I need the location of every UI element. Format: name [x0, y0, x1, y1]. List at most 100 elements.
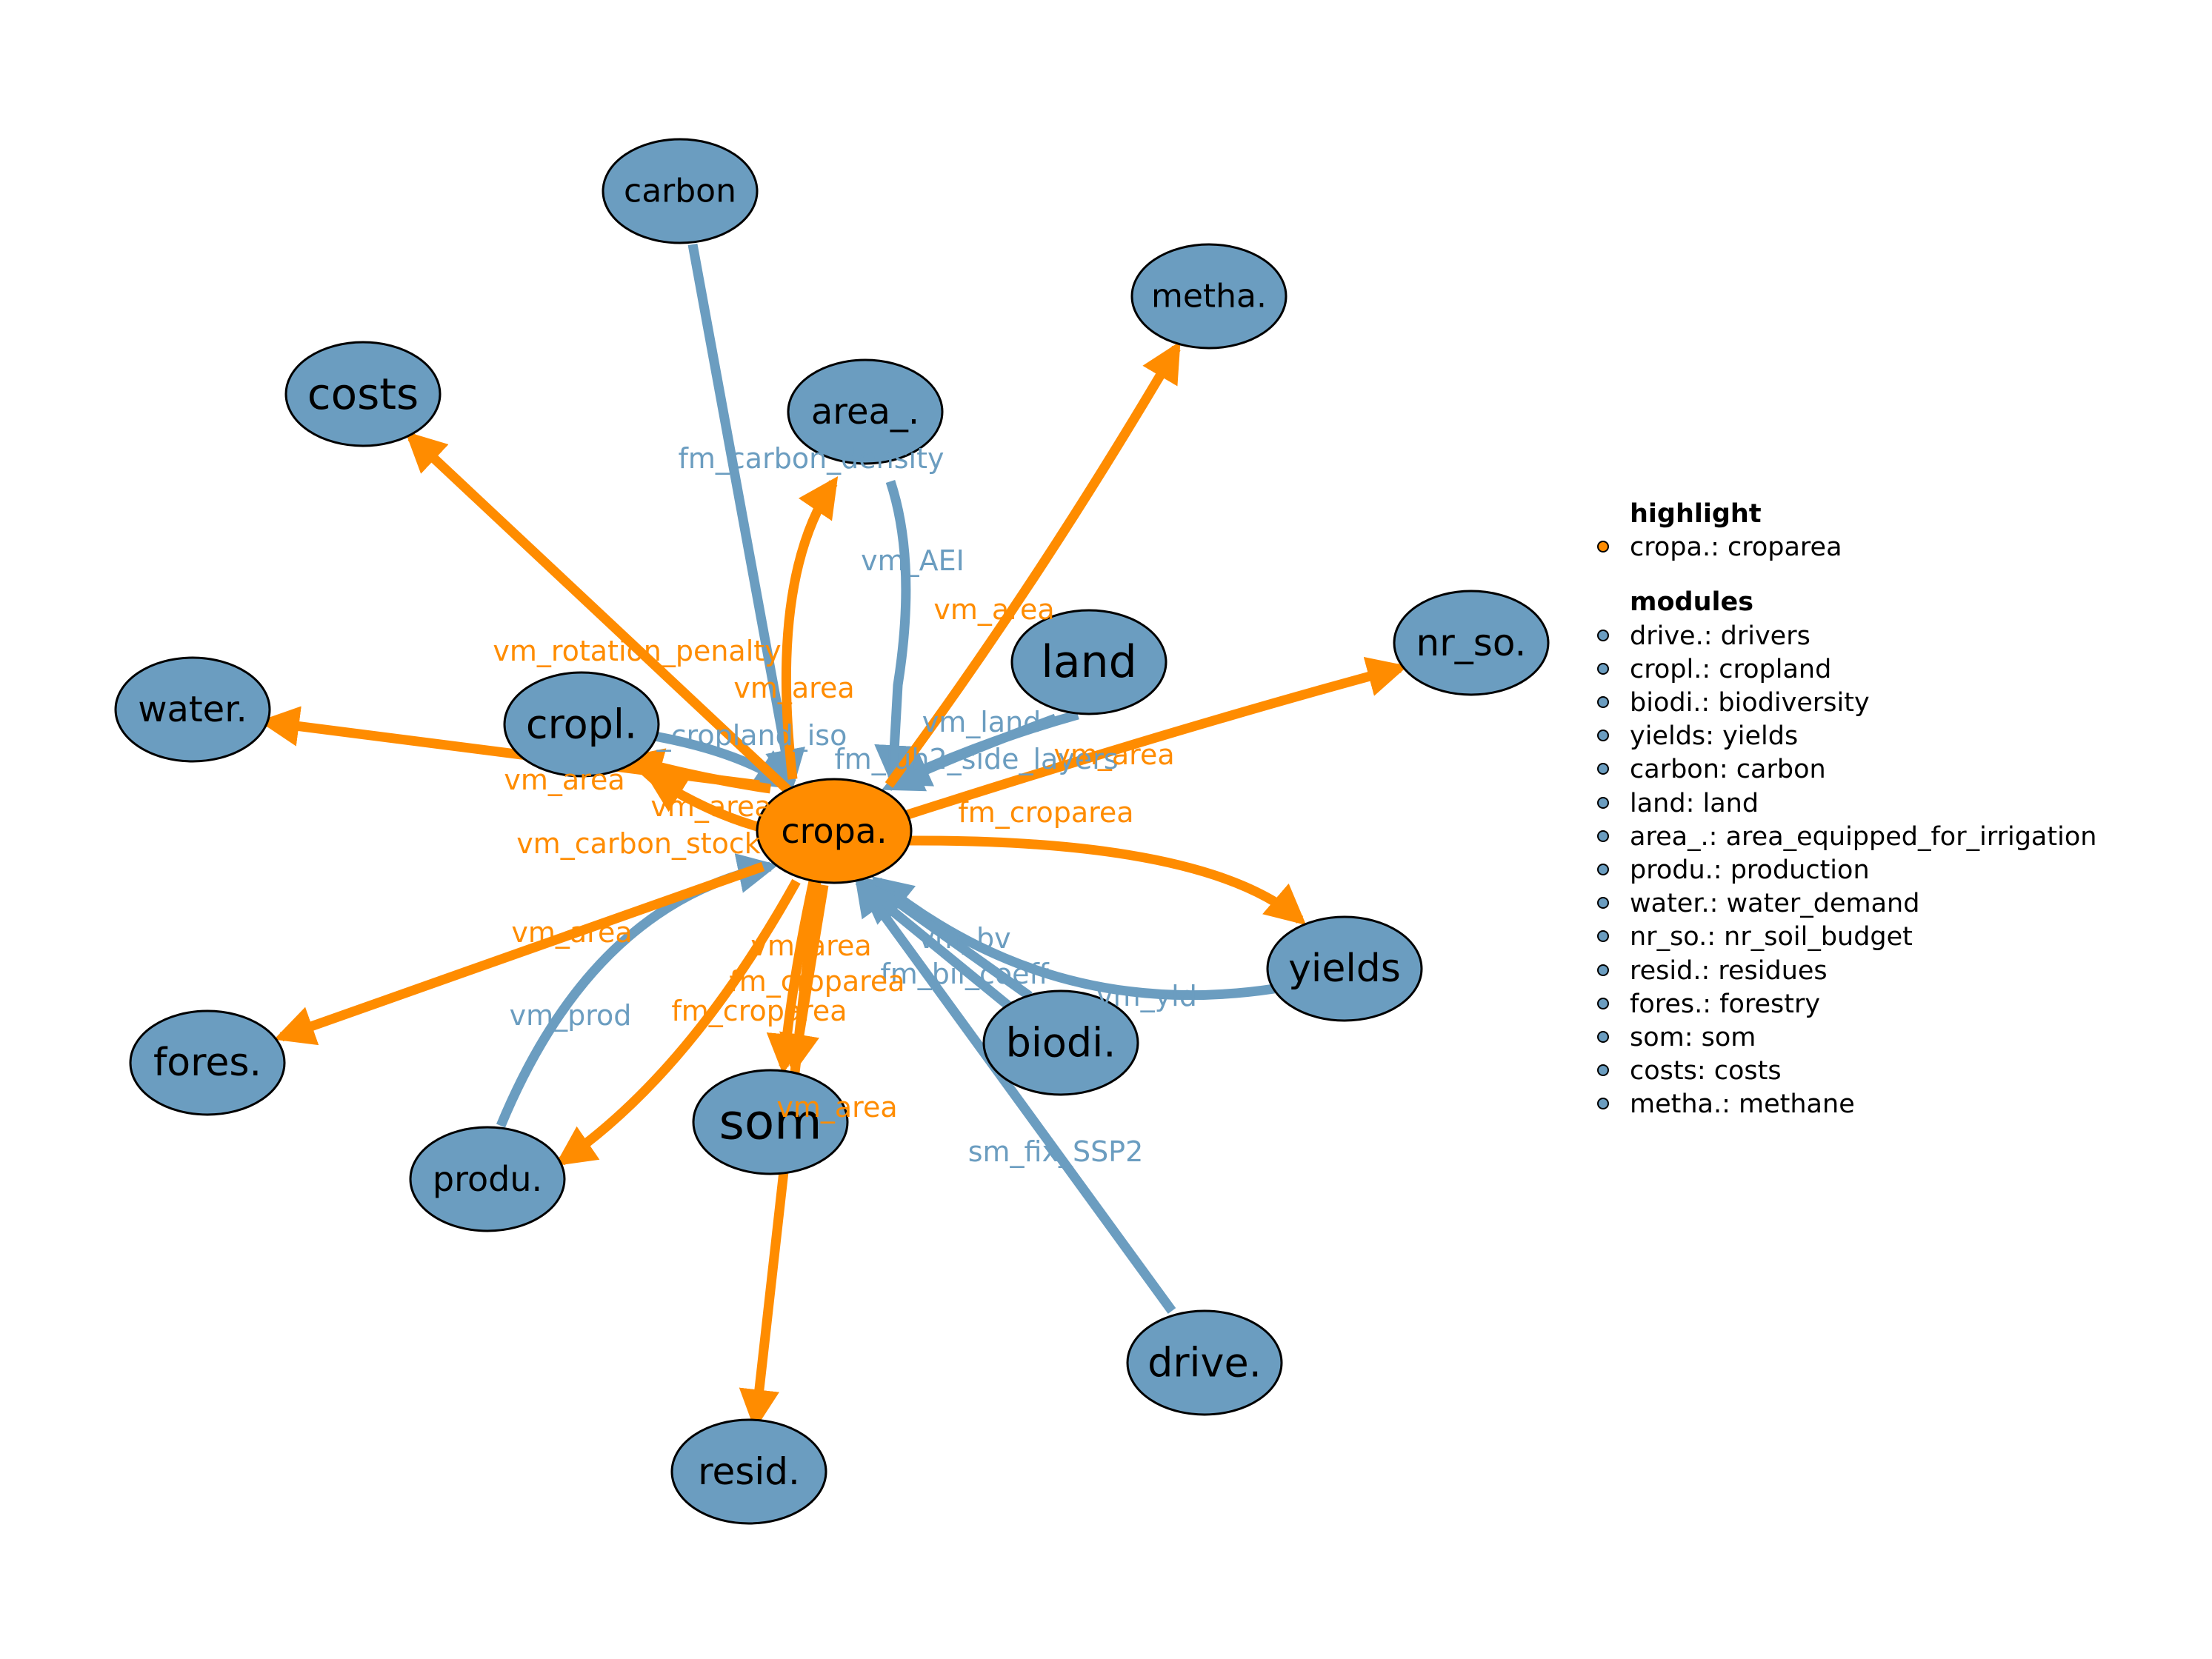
legend-module-label: water.: water_demand [1630, 889, 1920, 919]
legend-module-label: biodi.: biodiversity [1630, 688, 1870, 718]
legend-module-item: produ.: production [1594, 854, 2096, 887]
edge-cropa-to-cropl [644, 773, 764, 833]
legend-marker-icon [1597, 796, 1609, 809]
edge-label-e23: vm_area [776, 1091, 897, 1124]
node-water[interactable]: water. [114, 656, 271, 763]
legend-marker-icon [1597, 763, 1609, 775]
edge-yields-to-cropa [871, 876, 1275, 1001]
node-costs-label: costs [307, 369, 419, 419]
legend-module-label: land: land [1630, 788, 1759, 818]
node-costs[interactable]: costs [284, 341, 442, 447]
legend-gap [1594, 564, 2096, 586]
node-land-label: land [1041, 636, 1137, 688]
node-som[interactable]: som [692, 1069, 849, 1175]
node-yields-label: yields [1288, 947, 1401, 991]
node-biodi[interactable]: biodi. [982, 989, 1139, 1096]
edge-label-e20: vm_area [750, 929, 871, 962]
legend-marker-icon [1597, 997, 1609, 1009]
edge-label-e18: vm_area [650, 790, 771, 823]
edge-label-e1: fm_carbon_density [679, 442, 945, 475]
legend-marker-icon [1597, 662, 1609, 675]
legend-module-label: cropl.: cropland [1630, 654, 1832, 684]
edge-land-to-cropa [882, 713, 1058, 792]
legend-module-item: land: land [1594, 787, 2096, 821]
legend-marker-icon [1597, 629, 1609, 641]
node-produ[interactable]: produ. [409, 1126, 566, 1232]
edge-cropa-to-metha [885, 341, 1181, 788]
legend-module-item: cropl.: cropland [1594, 653, 2096, 687]
node-fores[interactable]: fores. [129, 1009, 286, 1116]
edge-label-e15: vm_area [504, 764, 624, 796]
node-som-label: som [719, 1094, 822, 1151]
legend-marker-icon [1597, 730, 1609, 742]
node-produ-label: produ. [433, 1159, 542, 1199]
edge-drive-to-cropa [854, 875, 1176, 1314]
legend-module-item: resid.: residues [1594, 955, 2096, 988]
legend-module-item: costs: costs [1594, 1055, 2096, 1088]
legend-modules-title: modules [1630, 587, 1754, 618]
node-resid-shape [670, 1418, 827, 1525]
edge-label-e3: vm_land [922, 706, 1042, 738]
node-area-shape [787, 358, 944, 465]
edge-cropa-to-cropl [622, 748, 771, 794]
node-area-label: area_. [811, 391, 919, 433]
legend-module-item: drive.: drivers [1594, 620, 2096, 653]
edge-carbon-to-cropa [687, 243, 805, 790]
node-metha-label: metha. [1151, 278, 1267, 316]
node-cropl[interactable]: cropl. [503, 671, 660, 778]
node-cropa-shape [756, 778, 913, 884]
legend-marker-icon [1597, 1031, 1609, 1044]
legend-module-label: produ.: production [1630, 855, 1870, 886]
node-water-label: water. [138, 689, 247, 730]
node-nrso-shape [1393, 590, 1550, 696]
node-area[interactable]: area_. [787, 358, 944, 465]
legend-module-label: resid.: residues [1630, 955, 1828, 986]
edge-label-e17: vm_area [511, 916, 632, 949]
node-land-shape [1010, 609, 1167, 715]
legend-module-label: som: som [1630, 1023, 1756, 1053]
legend-module-label: yields: yields [1630, 721, 1799, 752]
edge-label-e5: _cropland_iso [656, 719, 847, 752]
node-yields[interactable]: yields [1266, 915, 1423, 1022]
node-drive-shape [1126, 1309, 1283, 1416]
node-cropa[interactable]: cropa. [756, 778, 913, 884]
edge-label-e14: vm_area [1053, 738, 1174, 771]
legend-module-label: metha.: methane [1630, 1089, 1855, 1120]
edge-label-e2: vm_AEI [861, 544, 965, 577]
node-costs-shape [284, 341, 442, 447]
legend-module-label: drive.: drivers [1630, 621, 1810, 651]
node-cropa-label: cropa. [781, 811, 887, 851]
node-carbon-shape [602, 138, 759, 244]
node-drive-label: drive. [1147, 1340, 1262, 1386]
node-land[interactable]: land [1010, 609, 1167, 715]
node-yields-shape [1266, 915, 1423, 1022]
edge-label-e13: vm_area [933, 593, 1054, 626]
legend-highlight-label: cropa.: croparea [1630, 533, 1842, 563]
edge-cropa-to-fores [273, 861, 765, 1046]
edge-cropa-to-area [781, 475, 839, 780]
node-carbon[interactable]: carbon [602, 138, 759, 244]
node-metha[interactable]: metha. [1130, 243, 1287, 350]
legend-marker-icon [1597, 1064, 1609, 1077]
edge-label-e10: sm_fix_SSP2 [968, 1135, 1144, 1168]
legend-module-item: carbon: carbon [1594, 753, 2096, 787]
edge-label-e8: fm_bii_coeff [880, 958, 1049, 990]
node-resid[interactable]: resid. [670, 1418, 827, 1525]
edge-label-e9: vm_prod [510, 999, 632, 1032]
edge-label-e6: vm_yld [1096, 980, 1197, 1012]
legend-marker-icon [1597, 696, 1609, 709]
nodes-layer: cropa. carbon metha. costs area_. nr_so. land w… [114, 138, 1550, 1525]
legend-module-item: yields: yields [1594, 720, 2096, 753]
edge-area-to-cropa [874, 479, 915, 786]
node-drive[interactable]: drive. [1126, 1309, 1283, 1416]
node-nrso[interactable]: nr_so. [1393, 590, 1550, 696]
legend-module-item: fores.: forestry [1594, 988, 2096, 1021]
legend-module-item: som: som [1594, 1021, 2096, 1055]
node-biodi-shape [982, 989, 1139, 1096]
legend-marker-icon [1597, 930, 1609, 943]
legend-marker-icon [1597, 897, 1609, 909]
node-biodi-label: biodi. [1006, 1020, 1116, 1066]
legend-module-item: metha.: methane [1594, 1088, 2096, 1121]
